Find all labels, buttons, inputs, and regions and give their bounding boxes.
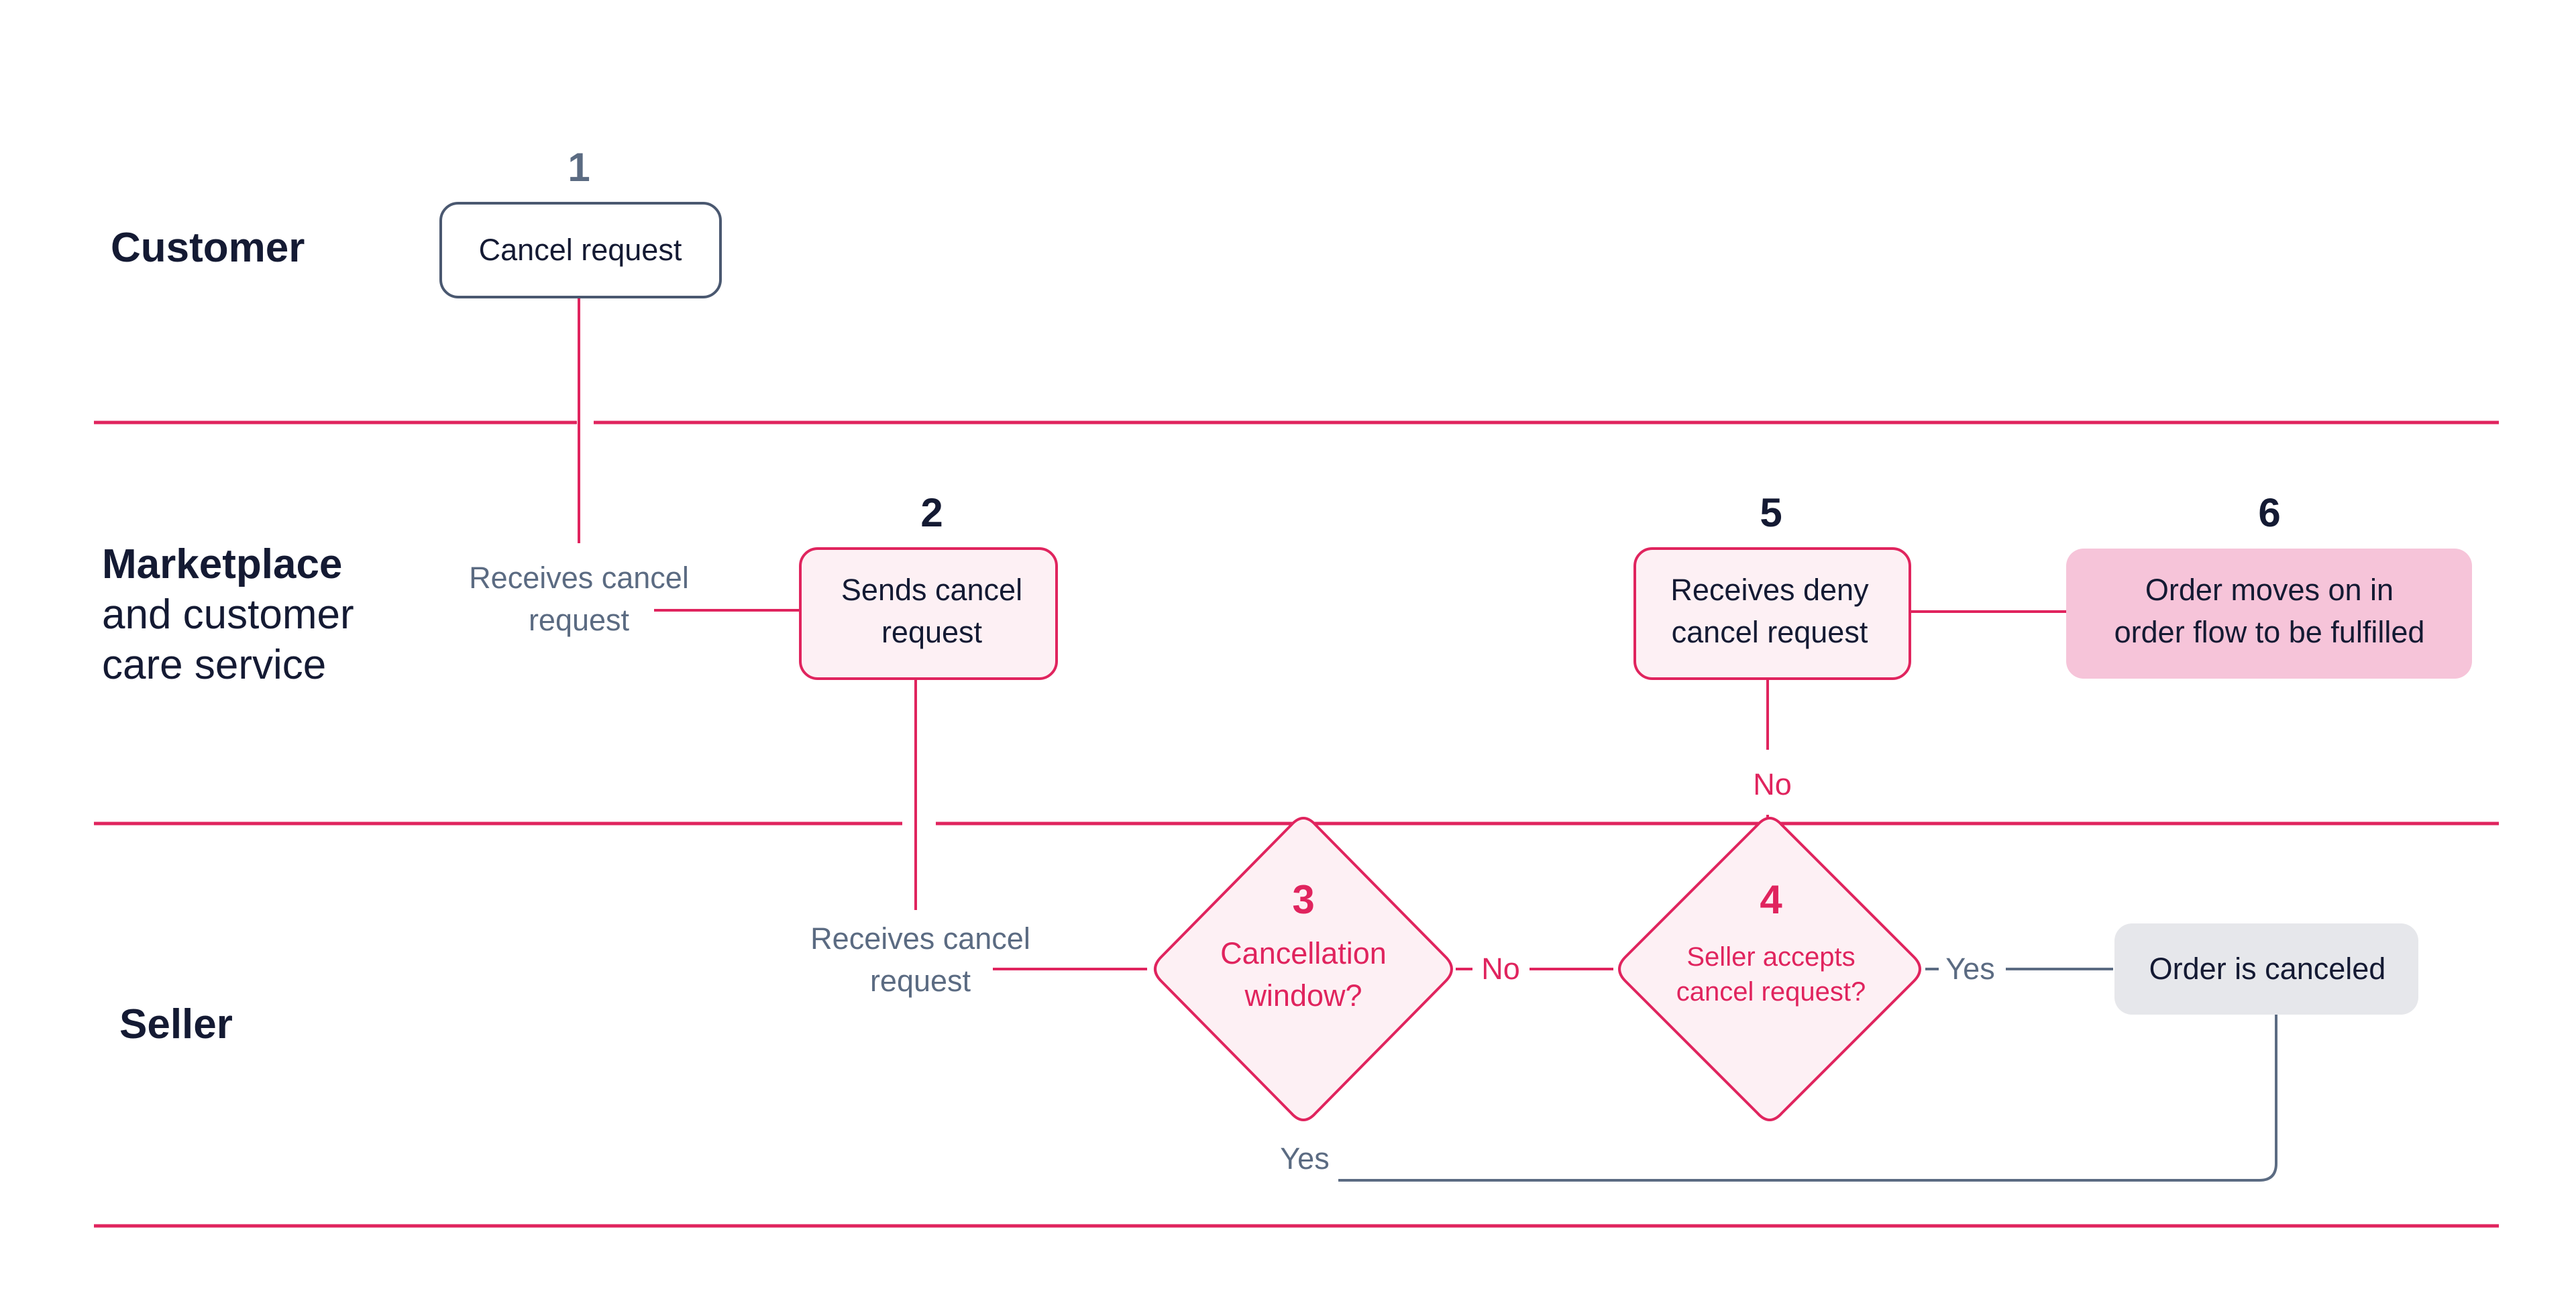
lane-label-marketplace-line2: and customer (102, 591, 354, 638)
label-no-4-to-5: No (1753, 767, 1792, 801)
step-5-number: 5 (1760, 490, 1782, 535)
label-yes-4: Yes (1945, 952, 1994, 986)
order-canceled-box (2114, 923, 2418, 1015)
step-4-label-line2: cancel request? (1676, 977, 1866, 1007)
receives-seller-line1: Receives cancel (810, 921, 1030, 956)
step-6-box (2066, 549, 2472, 679)
lane-label-marketplace-line3: care service (102, 642, 326, 688)
receives-seller-line2: request (870, 964, 971, 998)
receives-market-line1: Receives cancel (469, 561, 689, 595)
step-3-label-line2: window? (1244, 978, 1362, 1013)
lane-label-customer: Customer (111, 225, 305, 271)
step-5-label-line1: Receives deny (1670, 573, 1869, 607)
lane-label-marketplace: Marketplace (102, 541, 342, 587)
label-yes-3: Yes (1280, 1141, 1329, 1176)
step-4-label-line1: Seller accepts (1686, 942, 1855, 972)
step-1-label: Cancel request (479, 233, 682, 267)
step-4-diamond (1618, 817, 1921, 1121)
receives-market-line2: request (529, 603, 630, 637)
step-3-label-line1: Cancellation (1220, 936, 1387, 970)
step-5-label-line2: cancel request (1672, 615, 1868, 649)
step-1-number: 1 (568, 145, 590, 190)
lane-label-seller: Seller (119, 1001, 233, 1047)
step-2-number: 2 (920, 490, 943, 535)
step-2-box (799, 547, 1058, 680)
step-2-label-line1: Sends cancel (841, 573, 1022, 607)
connector-canceled-return (1338, 1015, 2277, 1182)
step-6-label-line1: Order moves on in (2145, 573, 2394, 607)
step-4-number: 4 (1760, 877, 1782, 922)
step-2-label-line2: request (881, 615, 983, 649)
order-canceled-label: Order is canceled (2149, 952, 2386, 986)
step-3-number: 3 (1292, 877, 1314, 922)
step-1-box (439, 202, 722, 298)
step-5-box (1633, 547, 1911, 680)
step-3-diamond (1154, 817, 1453, 1121)
step-6-number: 6 (2258, 490, 2280, 535)
step-6-label-line2: order flow to be fulfilled (2114, 615, 2425, 649)
label-no-3-to-4: No (1481, 952, 1520, 986)
